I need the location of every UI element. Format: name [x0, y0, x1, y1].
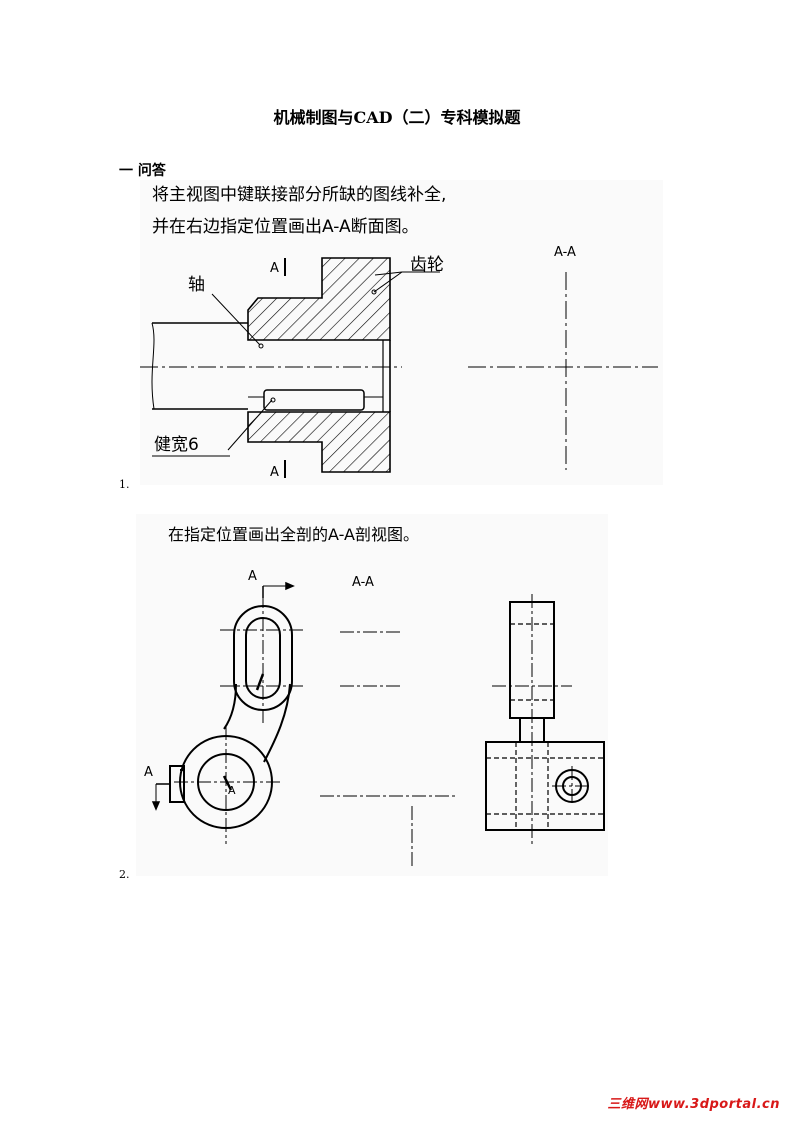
inner-a-label: A: [228, 784, 236, 797]
section-arrow-left: [151, 783, 170, 811]
section-view-label: A-A: [554, 245, 576, 260]
question-number-2: 2.: [119, 868, 130, 881]
section-view-label-2: A-A: [352, 575, 374, 590]
label-shaft: 轴: [188, 275, 205, 295]
front-view-centerlines: [174, 594, 306, 844]
section-mark-top-label: A: [270, 261, 279, 276]
rocker-side-view: [485, 601, 605, 831]
gear-section: [247, 257, 391, 473]
q1-instruction-line1: 将主视图中键联接部分所缺的图线补全,: [152, 185, 446, 205]
section-arrow-top: [262, 581, 295, 598]
question-number-1: 1.: [119, 478, 130, 491]
figure-2: 在指定位置画出全剖的A-A剖视图。 A A A: [136, 514, 608, 876]
key: [248, 389, 383, 411]
section-heading: 一 问答: [119, 163, 166, 179]
side-view-centerlines: [492, 594, 592, 844]
figure-1: 将主视图中键联接部分所缺的图线补全, 并在右边指定位置画出A-A断面图。: [140, 180, 663, 485]
leaders: [152, 271, 440, 457]
shaft: [151, 322, 248, 410]
arrow-left-label: A: [144, 765, 153, 780]
label-key: 健宽6: [154, 435, 199, 455]
arrow-top-label: A: [248, 569, 257, 584]
document-title: 机械制图与CAD（二）专科模拟题: [273, 108, 521, 127]
q2-instruction: 在指定位置画出全剖的A-A剖视图。: [168, 525, 419, 544]
watermark: 三维网www.3dportal.cn: [607, 1097, 780, 1112]
section-view-guides: [320, 631, 458, 866]
q1-instruction-line2: 并在右边指定位置画出A-A断面图。: [152, 217, 419, 237]
label-gear: 齿轮: [410, 255, 444, 275]
section-mark-bottom-label: A: [270, 465, 279, 480]
